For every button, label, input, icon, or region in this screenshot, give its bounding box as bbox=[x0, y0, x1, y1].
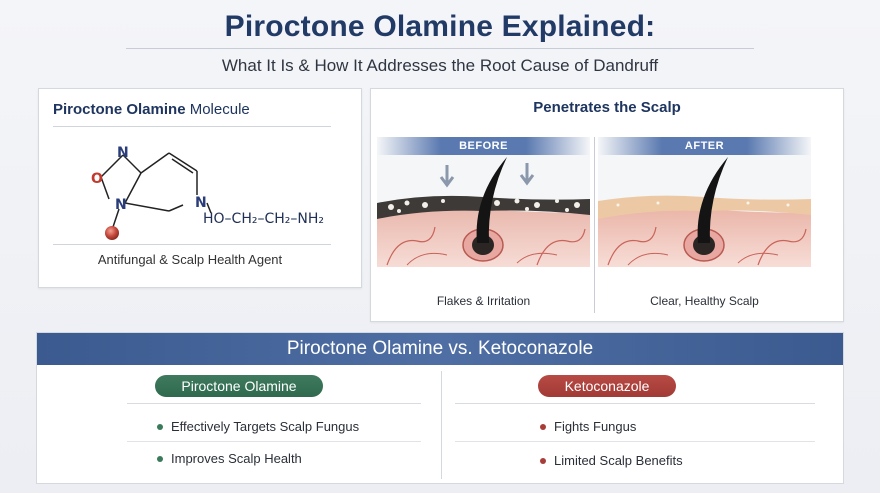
atom-o-left: O bbox=[91, 171, 103, 187]
before-caption: Flakes & Irritation bbox=[436, 294, 531, 308]
molecule-structure-diagram: N O N N HO–CH₂–CH₂–NH₂ bbox=[91, 145, 324, 240]
list-item: Effectively Targets Scalp Fungus bbox=[157, 419, 359, 434]
right-row-divider bbox=[455, 441, 815, 442]
agent-label: Antifungal & Scalp Health Agent bbox=[97, 252, 283, 267]
page-subtitle: What It Is & How It Addresses the Root C… bbox=[221, 56, 659, 75]
side-chain-label: HO–CH₂–CH₂–NH₂ bbox=[203, 211, 324, 227]
molecule-card: Piroctone Olamine Molecule N O N N HO–CH bbox=[38, 88, 362, 288]
atom-n-ring: N bbox=[195, 195, 207, 211]
list-item-text: Improves Scalp Health bbox=[171, 451, 302, 466]
left-row-divider bbox=[127, 441, 421, 442]
list-item-text: Effectively Targets Scalp Fungus bbox=[171, 419, 360, 434]
scalp-after-illustration bbox=[598, 137, 811, 267]
list-item: Improves Scalp Health bbox=[157, 451, 302, 466]
molecule-card-divider-lower bbox=[53, 244, 331, 245]
bullet-icon bbox=[540, 457, 546, 464]
list-item-text: Fights Fungus bbox=[554, 419, 637, 434]
atom-n-top: N bbox=[117, 145, 129, 161]
column-separator bbox=[441, 371, 442, 479]
bullet-icon bbox=[157, 423, 163, 430]
panel-divider bbox=[594, 137, 595, 313]
comparison-banner: Piroctone Olamine vs. Ketoconazole bbox=[37, 333, 843, 365]
scalp-card: Penetrates the Scalp bbox=[370, 88, 844, 322]
before-panel: BEFORE bbox=[377, 137, 590, 267]
page-title: Piroctone Olamine Explained: bbox=[224, 10, 656, 43]
list-item: Fights Fungus bbox=[540, 419, 636, 434]
ketoconazole-pill: Ketoconazole bbox=[538, 375, 676, 397]
molecule-name: Piroctone Olamine bbox=[53, 101, 186, 118]
bullet-icon bbox=[540, 423, 546, 430]
after-caption: Clear, Healthy Scalp bbox=[650, 294, 759, 308]
bullet-icon bbox=[157, 455, 163, 462]
before-tag: BEFORE bbox=[377, 137, 590, 155]
list-item: Limited Scalp Benefits bbox=[540, 453, 683, 468]
molecule-card-divider bbox=[53, 126, 331, 127]
comparison-section: Piroctone Olamine vs. Ketoconazole Piroc… bbox=[36, 332, 844, 484]
atom-n-left: N bbox=[115, 197, 127, 213]
title-divider bbox=[126, 48, 754, 49]
after-tag: AFTER bbox=[598, 137, 811, 155]
scalp-card-heading: Penetrates the Scalp bbox=[533, 99, 681, 116]
left-column-rule bbox=[127, 403, 421, 404]
after-panel: AFTER bbox=[598, 137, 811, 267]
scalp-before-illustration bbox=[377, 137, 590, 267]
right-column-rule bbox=[455, 403, 815, 404]
piroctone-pill: Piroctone Olamine bbox=[155, 375, 323, 397]
list-item-text: Limited Scalp Benefits bbox=[554, 453, 683, 468]
molecule-heading-suffix: Molecule bbox=[185, 101, 250, 118]
atom-sphere-icon bbox=[105, 226, 119, 240]
molecule-card-heading: Piroctone Olamine Molecule bbox=[53, 101, 250, 118]
